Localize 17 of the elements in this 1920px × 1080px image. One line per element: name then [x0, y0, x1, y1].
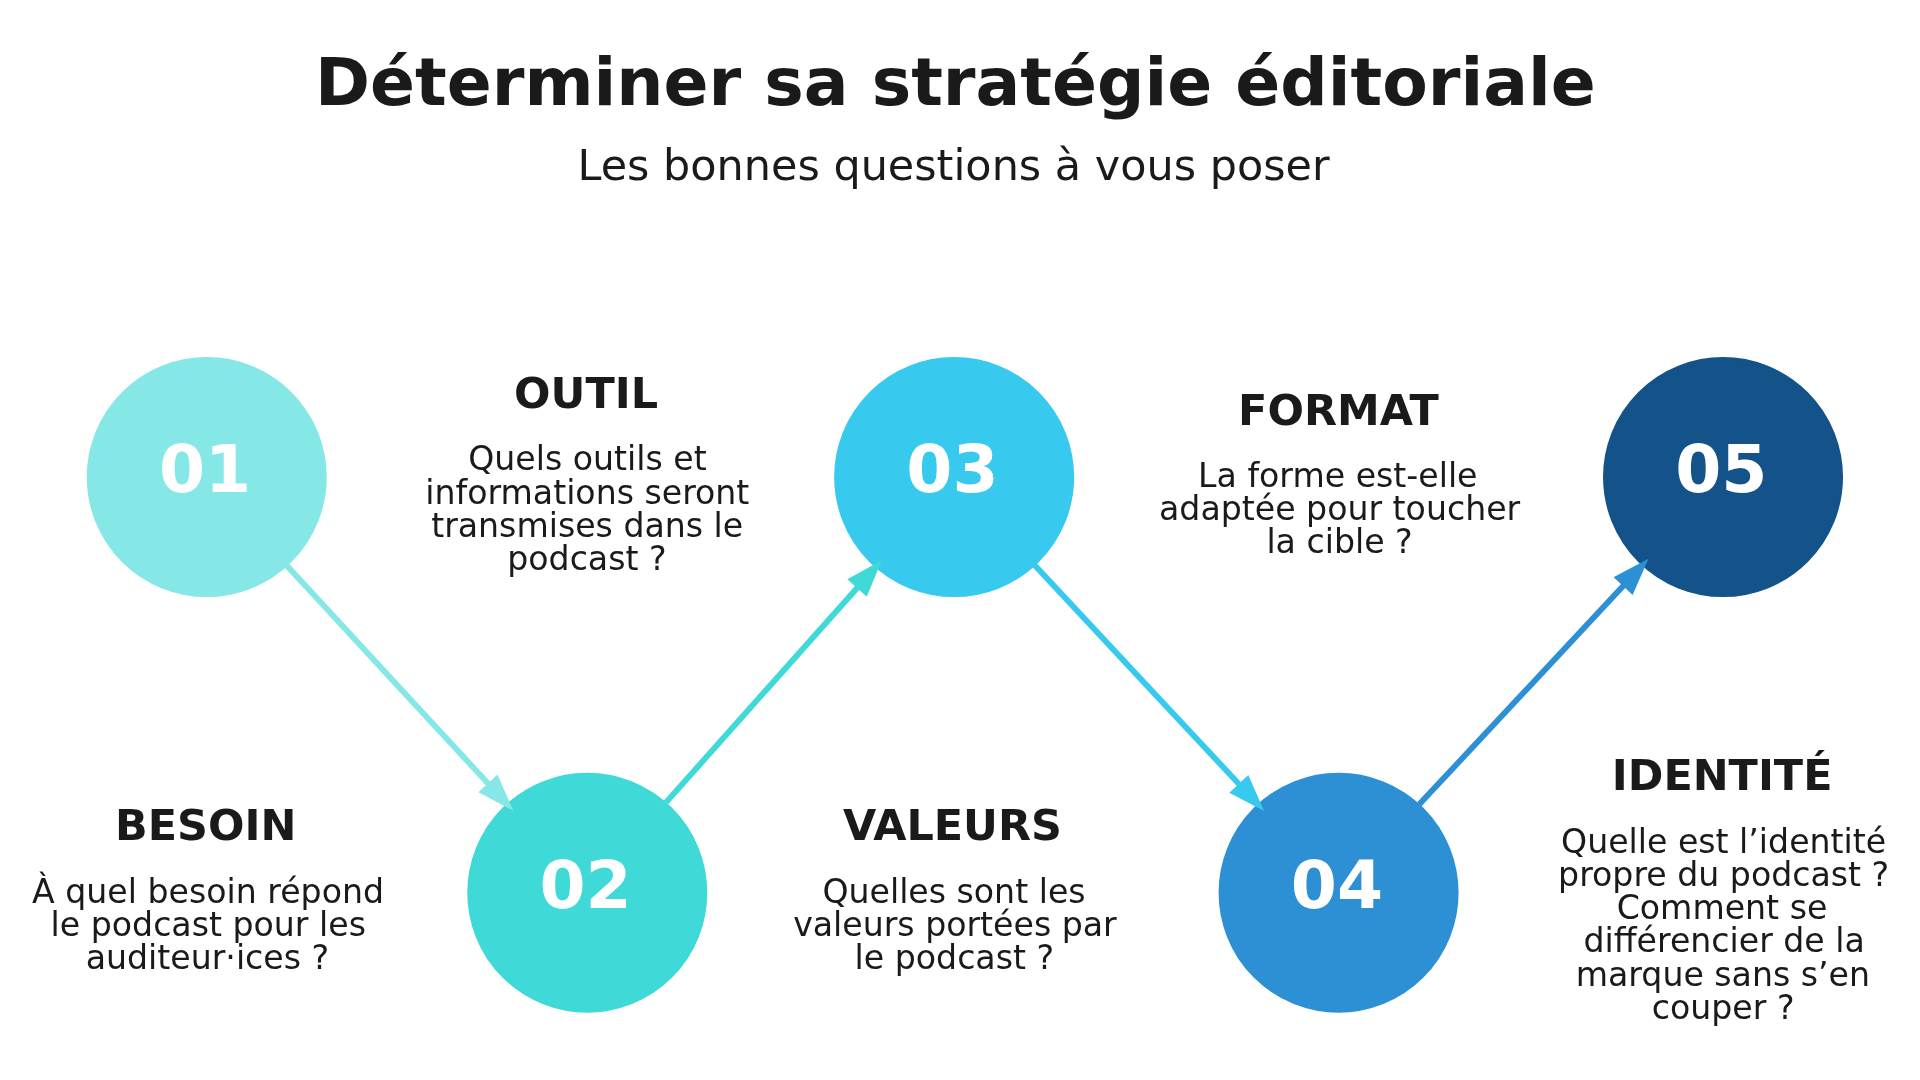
node-label: À quel besoin répond le podcast pour les auditeur·ices ?: [32, 871, 384, 977]
arrow: [284, 563, 514, 811]
node-label: Quelles sont les valeurs portées par le podcast ?: [793, 871, 1117, 977]
node-circle: 01: [86, 356, 327, 597]
node-label: BESOIN: [115, 799, 297, 850]
label: Les bonnes questions à vous poser: [577, 139, 1330, 190]
arrow: [1416, 558, 1649, 807]
node-label: La forme est-elle adaptée pour toucher la cible ?: [1159, 455, 1521, 561]
arrow: [1032, 562, 1265, 811]
node-label: VALEURS: [842, 799, 1062, 850]
node-label: Quels outils et informations seront transmises dans le podcast ?: [425, 438, 750, 578]
node-label: IDENTITÉ: [1611, 749, 1833, 800]
node-label: FORMAT: [1238, 384, 1439, 435]
diagram-title: Déterminer sa stratégie éditoriale: [315, 42, 1596, 121]
node-label: Quelle est l’identité propre du podcast ? Comment se différencier de la marque sans s’en couper ?: [1558, 821, 1890, 1027]
arrow: [663, 559, 882, 804]
node-label: OUTIL: [514, 367, 659, 418]
